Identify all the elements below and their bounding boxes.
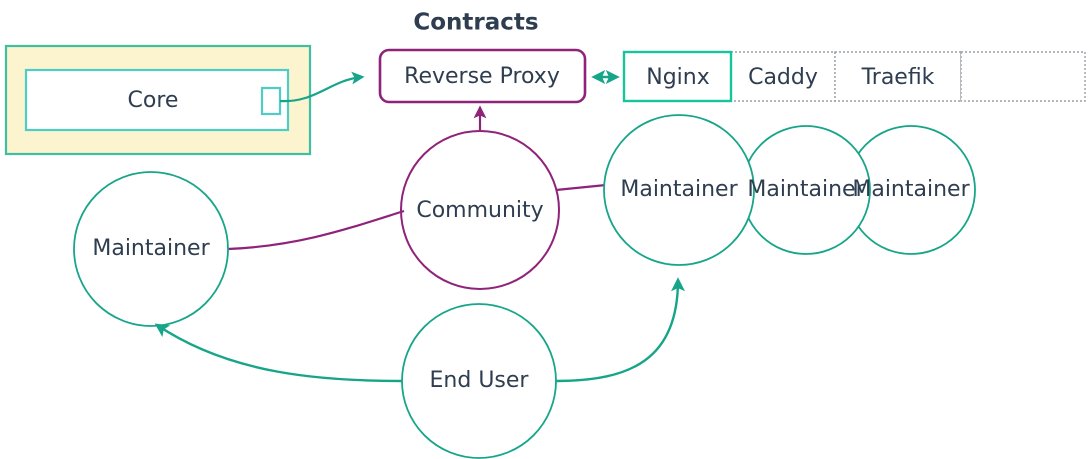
- actor-community[interactable]: Community: [400, 130, 560, 290]
- end-user-maintainer-right-curve: [555, 277, 685, 383]
- reverse-proxy-node[interactable]: Contracts Reverse Proxy: [378, 10, 587, 104]
- maintainer-right-3-label: Maintainer: [852, 177, 970, 202]
- table-cell-empty-box[interactable]: [960, 51, 1086, 102]
- core-package[interactable]: Core: [4, 44, 312, 156]
- end-user-label: End User: [430, 368, 530, 393]
- maintainer-left-community-curve: [227, 209, 405, 251]
- actor-end-user[interactable]: End User: [401, 303, 557, 459]
- core-package-label: Core: [128, 88, 179, 113]
- edge-core-to-proxy: [279, 71, 365, 103]
- core-package-port[interactable]: [260, 86, 282, 116]
- table-cell-nginx-label: Nginx: [646, 65, 710, 90]
- actor-maintainer-right-1[interactable]: [603, 114, 755, 266]
- actor-maintainer-left[interactable]: Maintainer: [73, 171, 229, 327]
- table-cell-traefik-label: Traefik: [861, 65, 935, 90]
- community-label: Community: [416, 198, 543, 223]
- community-maintainer-right-line: [555, 183, 607, 192]
- implementations-table[interactable]: Nginx Caddy Traefik: [622, 50, 1086, 103]
- maintainer-right-1-label: Maintainer: [620, 177, 738, 202]
- maintainer-right-1-circle[interactable]: [603, 114, 755, 266]
- end-user-circle[interactable]: [401, 303, 557, 459]
- edge-end-user-to-maintainer-right: [555, 277, 685, 383]
- community-circle[interactable]: [400, 130, 560, 290]
- end-user-maintainer-left-curve: [154, 323, 403, 383]
- contracts-title: Contracts: [413, 10, 538, 36]
- reverse-proxy-label: Reverse Proxy: [404, 64, 560, 89]
- table-cell-caddy-box[interactable]: [730, 51, 836, 102]
- table-cell-traefik-box[interactable]: [834, 51, 962, 102]
- table-cell-nginx-box[interactable]: [622, 50, 733, 103]
- edge-community-to-maintainer-right: [555, 183, 607, 192]
- edge-maintainer-left-to-community: [227, 209, 405, 251]
- table-cell-caddy-label: Caddy: [748, 65, 818, 90]
- maintainer-left-label: Maintainer: [92, 236, 210, 261]
- edge-end-user-to-maintainer-left: [154, 323, 403, 383]
- maintainer-right-2-label: Maintainer: [747, 177, 865, 202]
- reverse-proxy-box[interactable]: [378, 48, 587, 104]
- maintainer-left-circle[interactable]: [73, 171, 229, 327]
- core-to-proxy-curve: [279, 71, 365, 103]
- core-package-inner-box: [24, 68, 290, 132]
